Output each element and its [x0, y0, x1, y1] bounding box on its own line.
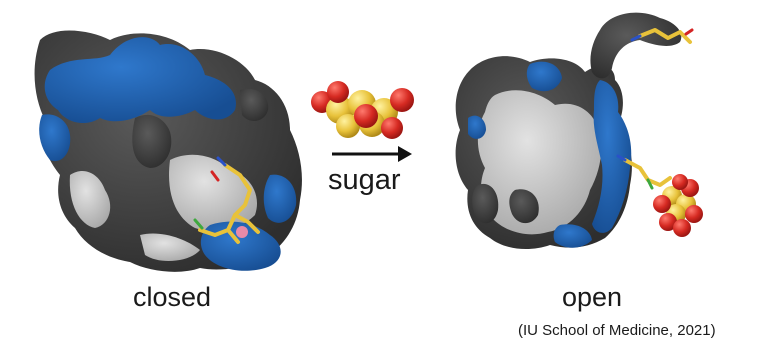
bound-sugar-molecule-icon	[653, 174, 703, 237]
closed-state-label: closed	[133, 282, 212, 312]
open-dark-strand-top	[590, 12, 682, 79]
closed-blue-surface-right	[263, 174, 297, 223]
open-dark-ridge-b	[509, 189, 539, 224]
open-blue-patch-top	[526, 61, 562, 92]
open-dark-ridge-a	[472, 183, 499, 224]
open-top-ligand	[630, 28, 694, 44]
open-protein-surface	[455, 12, 682, 250]
closed-blue-surface-left	[39, 114, 71, 162]
reaction-arrow	[332, 146, 412, 162]
sugar-molecule-icon	[311, 81, 414, 139]
open-blue-edge-right	[592, 80, 632, 233]
open-blue-patch-bottom	[553, 224, 592, 248]
closed-blue-surface-top	[44, 37, 236, 124]
closed-protein-surface	[34, 30, 302, 272]
open-state-label: open	[562, 282, 623, 312]
citation-caption: (IU School of Medicine, 2021)	[518, 322, 716, 339]
open-side-ligand	[616, 154, 672, 190]
sugar-label: sugar	[328, 164, 401, 196]
closed-bound-ligand	[193, 156, 260, 244]
closed-light-patch-a	[69, 170, 111, 228]
closed-light-patch-c	[140, 233, 200, 262]
open-blue-patch-left	[468, 115, 486, 139]
closed-dark-ridge-b	[240, 88, 269, 122]
closed-dark-ridge-a	[132, 114, 172, 168]
open-light-interior	[477, 90, 602, 235]
